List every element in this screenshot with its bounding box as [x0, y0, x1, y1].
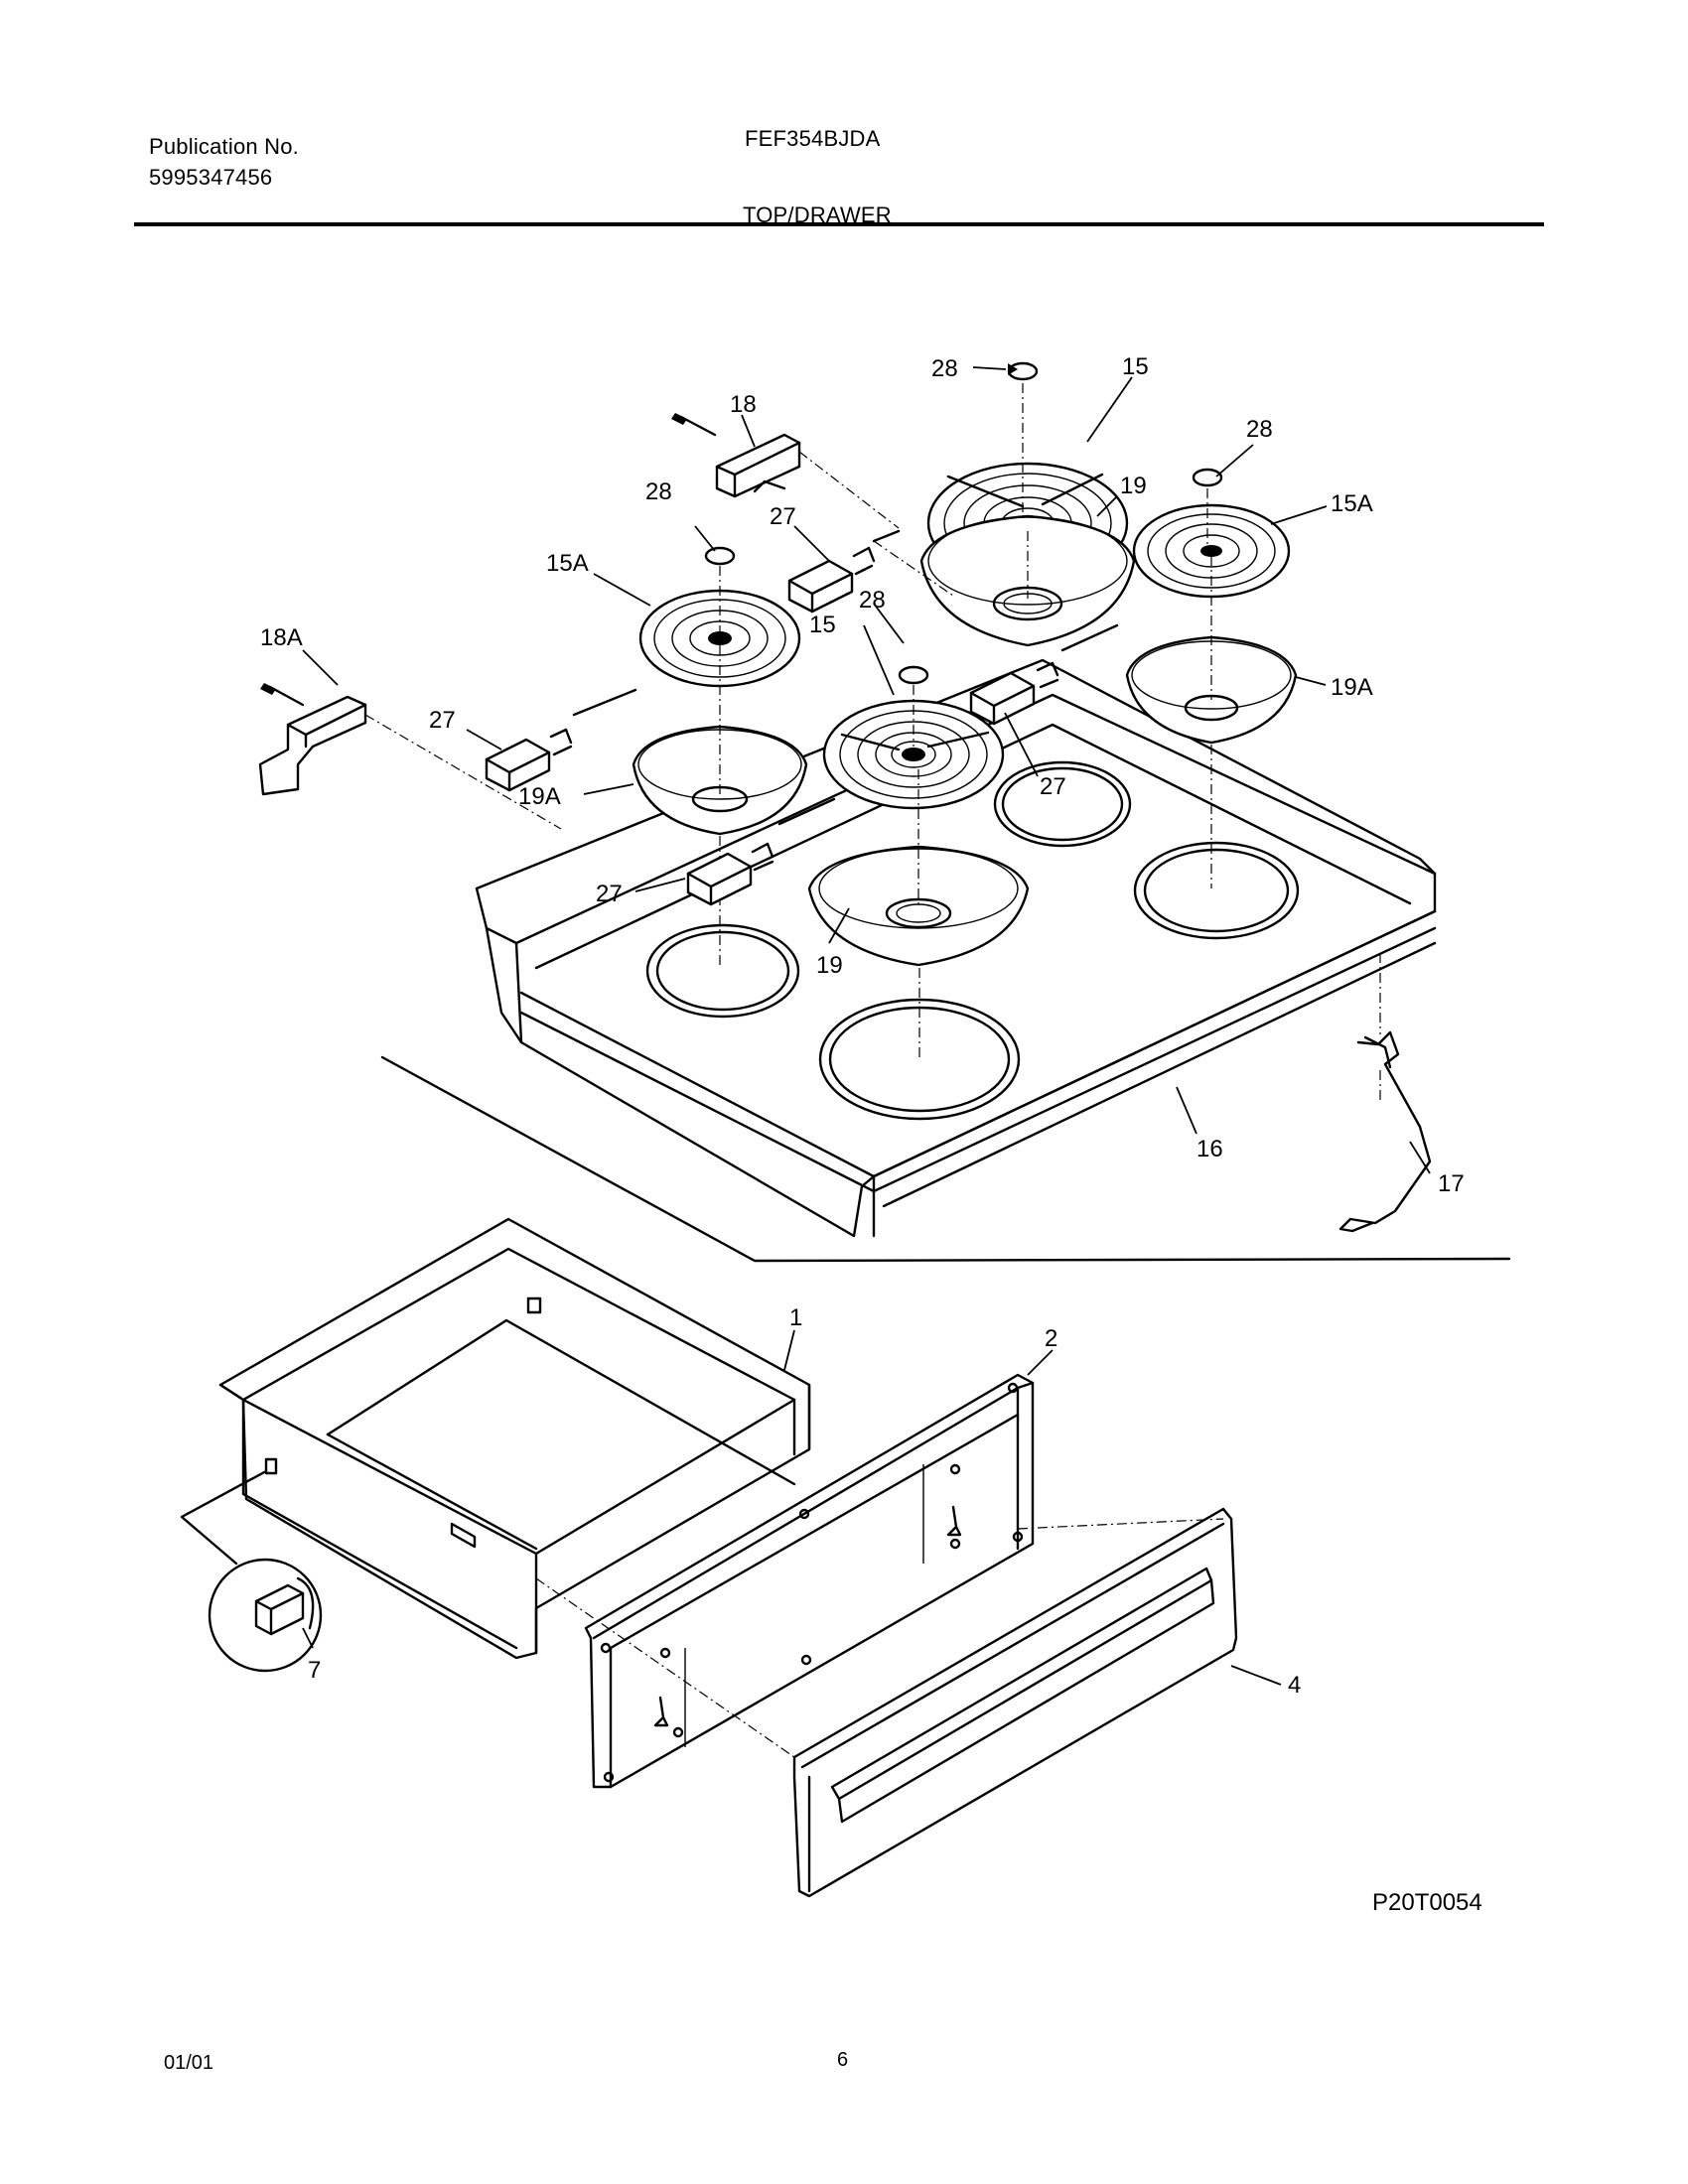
receptacle-block-d: [686, 797, 836, 906]
trim-cap-right: [1192, 468, 1223, 487]
centerline-right: [1206, 488, 1212, 888]
drawing-code: P20T0054: [1372, 1889, 1482, 1916]
callout-19A-right: 19A: [1331, 674, 1373, 701]
centerline-front: [913, 685, 920, 1057]
callout-27-a: 27: [770, 503, 796, 530]
receptacle-block-a: [787, 529, 901, 614]
publication-date: 01/01: [164, 2052, 214, 2074]
receptacle-bracket-left: [258, 683, 367, 796]
callout-2: 2: [1045, 1325, 1057, 1352]
callout-16: 16: [1196, 1136, 1223, 1162]
burner-element-small-right: [1132, 503, 1291, 599]
callout-15A-right: 15A: [1331, 490, 1373, 517]
drawer-body: [218, 1217, 811, 1660]
callout-19A-left: 19A: [518, 783, 561, 810]
cooktop-base-outline: [380, 1055, 1511, 1263]
callout-1: 1: [789, 1304, 802, 1331]
trim-cap-front: [898, 665, 929, 685]
callout-15A-left: 15A: [546, 550, 589, 577]
header-rule: [134, 222, 1544, 226]
centerline-back: [1022, 383, 1029, 599]
callout-18: 18: [730, 391, 757, 418]
callout-15-front: 15: [809, 612, 836, 638]
drawer-panel: [584, 1373, 1035, 1789]
callout-28-back: 28: [931, 355, 958, 382]
trim-cap-left: [704, 546, 736, 566]
publication-label: Publication No.: [149, 134, 299, 159]
drawer-glide-detail: [180, 1469, 323, 1673]
callout-7: 7: [308, 1657, 321, 1684]
wire-line-a: [798, 451, 954, 597]
anti-tip-bracket: [1338, 1030, 1432, 1233]
callout-18A: 18A: [260, 624, 303, 651]
callout-27-b: 27: [429, 707, 456, 734]
receptacle-bracket-back: [671, 413, 801, 498]
callout-17: 17: [1438, 1170, 1465, 1197]
callout-4: 4: [1288, 1672, 1301, 1699]
drawer-front: [792, 1507, 1238, 1898]
publication-number: 5995347456: [149, 165, 273, 190]
callout-28-front: 28: [859, 587, 886, 614]
callout-19-front: 19: [816, 952, 843, 979]
model-number: FEF354BJDA: [745, 126, 881, 151]
callout-27-d: 27: [596, 881, 623, 907]
page-number: 6: [837, 2049, 849, 2071]
leader-lines: [302, 363, 1431, 1686]
callout-19-back: 19: [1120, 473, 1147, 499]
drawer-assembly-line: [535, 1577, 795, 1758]
burner-element-large-front: [822, 699, 1005, 810]
callout-27-c: 27: [1040, 773, 1066, 800]
wire-line-b: [364, 714, 562, 830]
callout-28-left: 28: [645, 478, 672, 505]
callout-15-back: 15: [1122, 353, 1149, 380]
receptacle-block-c: [969, 623, 1119, 726]
callout-28-right: 28: [1246, 416, 1273, 443]
receptacle-block-b: [485, 688, 637, 792]
